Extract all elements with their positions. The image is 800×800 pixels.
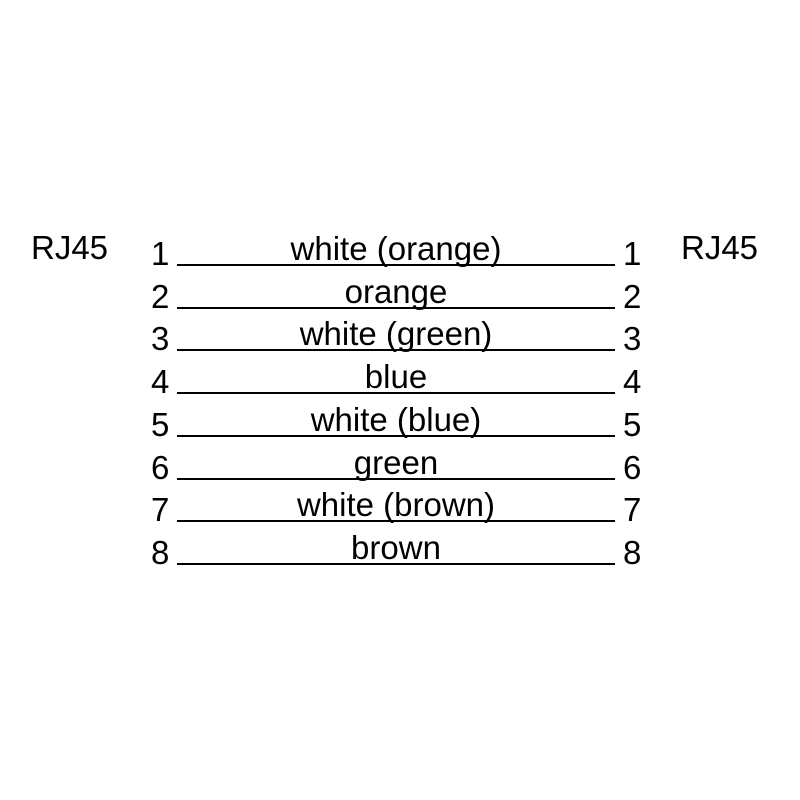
right-pin-number: 3	[623, 320, 642, 358]
right-pin-number: 6	[623, 448, 642, 486]
left-pin-number: 2	[151, 277, 170, 315]
right-pin-number: 7	[623, 491, 642, 529]
wire-line	[177, 562, 615, 565]
left-pin-number: 4	[151, 363, 170, 401]
wire-color-label: white (brown)	[296, 486, 496, 524]
right-pin-number: 5	[623, 405, 642, 443]
wire-color-label: white (green)	[299, 315, 493, 353]
wire-line	[177, 520, 615, 523]
wire-line	[177, 434, 615, 437]
left-pin-number: 5	[151, 405, 170, 443]
left-pin-number: 6	[151, 448, 170, 486]
wire-color-label: white (orange)	[290, 230, 502, 267]
right-pin-number: 4	[623, 363, 642, 401]
right-pin-number: 2	[623, 277, 642, 315]
wire-line	[177, 477, 615, 480]
wire-color-label: blue	[364, 358, 428, 396]
wire-line	[177, 264, 615, 266]
wire-line	[177, 306, 615, 309]
left-pin-number: 1	[151, 235, 170, 272]
wire-line	[177, 349, 615, 352]
wire-color-label: brown	[351, 528, 441, 566]
left-pin-number: 3	[151, 320, 170, 358]
left-pin-number: 8	[151, 533, 170, 571]
right-connector-label: RJ45	[681, 229, 759, 266]
wire-color-label: orange	[344, 272, 448, 310]
left-pin-number: 7	[151, 491, 170, 529]
wire-color-label: green	[353, 443, 439, 481]
wire-color-label: white (blue)	[310, 400, 482, 438]
left-connector-label: RJ45	[31, 229, 109, 266]
wire-line	[177, 392, 615, 395]
right-pin-number: 8	[623, 533, 642, 571]
right-pin-number: 1	[623, 235, 642, 272]
